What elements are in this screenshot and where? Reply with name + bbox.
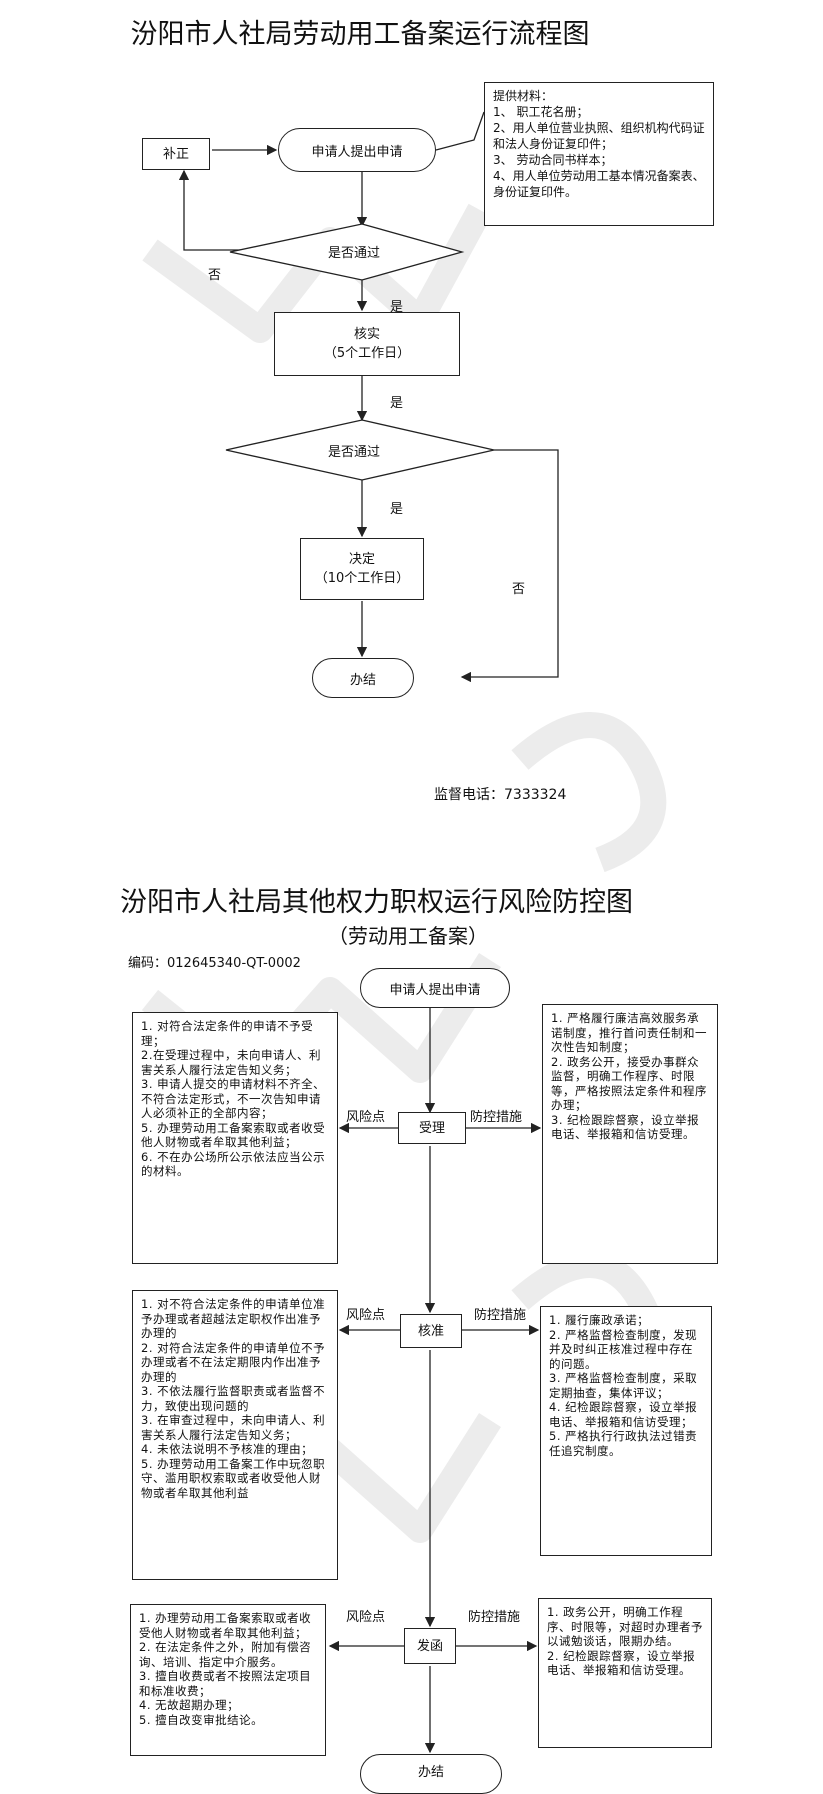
verify-title: 核实 xyxy=(353,327,380,342)
supplement-box: 补正 xyxy=(142,138,210,170)
yes-label-1: 是 xyxy=(390,300,404,315)
decide-title: 决定 xyxy=(348,552,375,567)
yes-label-2: 是 xyxy=(390,396,404,411)
step-letter-box: 发函 xyxy=(404,1628,456,1664)
step-letter-label: 发函 xyxy=(416,1638,443,1654)
risk-label-2: 风险点 xyxy=(346,1308,386,1323)
verify-box: 核实 （5个工作日） xyxy=(274,312,460,376)
apply-label: 申请人提出申请 xyxy=(311,144,403,160)
risk-accept-2: 3. 申请人提交的申请材料不齐全、不符合法定形式，不一次告知申请人必须补正的全部… xyxy=(141,1077,326,1120)
verify-days: （5个工作日） xyxy=(323,346,411,361)
control-approve-2: 3. 严格监督检查制度，采取定期抽查，集体评议； xyxy=(549,1371,698,1400)
finish-node-1: 办结 xyxy=(312,658,414,698)
control-label-2: 防控措施 xyxy=(474,1308,527,1323)
diamond2-label: 是否通过 xyxy=(328,445,381,460)
hotline: 监督电话：7333324 xyxy=(434,787,567,803)
materials-line-4: 4、用人单位劳动用工基本情况备案表、身份证复印件。 xyxy=(493,169,705,199)
risk-accept-3: 5. 办理劳动用工备案索取或者收受他人财物或者牟取其他利益； xyxy=(141,1120,326,1150)
risk-letter-1: 2. 在法定条件之外，附加有偿咨询、培训、指定中介服务。 xyxy=(139,1640,312,1669)
risk-box-accept: 1. 对符合法定条件的申请不予受理； 2.在受理过程中，未向申请人、利害关系人履… xyxy=(132,1012,338,1264)
control-box-accept: 1. 严格履行廉洁高效服务承诺制度，推行首问责任制和一次性告知制度； 2. 政务… xyxy=(542,1004,718,1264)
decide-days: （10个工作日） xyxy=(314,571,410,586)
decision-diamond-1 xyxy=(229,223,465,281)
risk-label-1: 风险点 xyxy=(346,1110,386,1125)
risk-accept-0: 1. 对符合法定条件的申请不予受理； xyxy=(141,1019,314,1048)
control-accept-2: 3. 纪检跟踪督察，设立举报电话、举报箱和信访受理。 xyxy=(551,1112,700,1142)
supplement-label: 补正 xyxy=(162,146,189,162)
control-accept-0: 1. 严格履行廉洁高效服务承诺制度，推行首问责任制和一次性告知制度； xyxy=(551,1011,707,1054)
flow2-code: 编码：012645340-QT-0002 xyxy=(128,956,301,971)
step-approve-label: 核准 xyxy=(417,1323,444,1339)
flow2-finish-node: 办结 xyxy=(360,1754,502,1794)
control-box-approve: 1. 履行廉政承诺； 2. 严格监督检查制度，发现并及时纠正核准过程中存在的问题… xyxy=(540,1306,712,1556)
control-label-1: 防控措施 xyxy=(470,1110,523,1125)
risk-approve-5: 5. 办理劳动用工备案工作中玩忽职守、滥用职权索取或者收受他人财物或者牟取其他利… xyxy=(141,1456,326,1500)
materials-line-1: 1、 职工花名册； xyxy=(493,105,589,119)
decision-diamond-2 xyxy=(225,419,495,481)
risk-label-3: 风险点 xyxy=(346,1610,386,1625)
control-letter-1: 2. 纪检跟踪督察，设立举报电话、举报箱和信访受理。 xyxy=(547,1648,696,1678)
decide-box: 决定 （10个工作日） xyxy=(300,538,424,600)
risk-letter-3: 4. 无故超期办理； xyxy=(139,1698,240,1712)
risk-approve-1: 2. 对符合法定条件的申请单位不予办理或者不在法定期限内作出准予办理的 xyxy=(141,1340,326,1384)
no-label-2: 否 xyxy=(512,582,526,597)
risk-approve-0: 1. 对不符合法定条件的申请单位准予办理或者超越法定职权作出准予办理的 xyxy=(141,1297,326,1340)
flow2-title: 汾阳市人社局其他权力职权运行风险防控图 xyxy=(120,887,633,918)
risk-letter-2: 3. 擅自收费或者不按照法定项目和标准收费； xyxy=(139,1669,312,1698)
risk-accept-1: 2.在受理过程中，未向申请人、利害关系人履行法定告知义务； xyxy=(141,1048,321,1077)
control-box-letter: 1. 政务公开，明确工作程序、时限等，对超时办理者予以诫勉谈话，限期办结。 2.… xyxy=(538,1598,712,1748)
risk-approve-4: 4. 未依法说明不予核准的理由； xyxy=(141,1442,314,1456)
materials-box: 提供材料： 1、 职工花名册； 2、用人单位营业执照、组织机构代码证和法人身份证… xyxy=(484,82,714,226)
flow2-apply-node: 申请人提出申请 xyxy=(360,968,510,1008)
apply-node: 申请人提出申请 xyxy=(278,128,436,172)
control-approve-4: 5. 严格执行行政执法过错责任追究制度。 xyxy=(549,1429,698,1458)
risk-letter-4: 5. 擅自改变审批结论。 xyxy=(139,1712,264,1727)
no-label-1: 否 xyxy=(208,268,222,283)
risk-accept-4: 6. 不在办公场所公示依法应当公示的材料。 xyxy=(141,1149,326,1179)
flow2-apply-label: 申请人提出申请 xyxy=(389,982,481,998)
control-approve-1: 2. 严格监督检查制度，发现并及时纠正核准过程中存在的问题。 xyxy=(549,1327,698,1371)
materials-line-0: 提供材料： xyxy=(493,89,554,103)
risk-box-letter: 1. 办理劳动用工备案索取或者收受他人财物或者牟取其他利益； 2. 在法定条件之… xyxy=(130,1604,326,1756)
step-accept-box: 受理 xyxy=(398,1112,466,1144)
flow1-title: 汾阳市人社局劳动用工备案运行流程图 xyxy=(130,19,590,50)
step-accept-label: 受理 xyxy=(418,1120,445,1136)
step-approve-box: 核准 xyxy=(400,1314,462,1348)
control-accept-1: 2. 政务公开，接受办事群众监督，明确工作程序、时限等，严格按照法定条件和程序办… xyxy=(551,1054,707,1113)
risk-box-approve: 1. 对不符合法定条件的申请单位准予办理或者超越法定职权作出准予办理的 2. 对… xyxy=(132,1290,338,1580)
control-letter-0: 1. 政务公开，明确工作程序、时限等，对超时办理者予以诫勉谈话，限期办结。 xyxy=(547,1605,703,1648)
materials-line-2: 2、用人单位营业执照、组织机构代码证和法人身份证复印件； xyxy=(493,121,705,151)
control-label-3: 防控措施 xyxy=(468,1610,521,1625)
risk-approve-3: 3. 在审查过程中，未向申请人、利害关系人履行法定告知义务； xyxy=(141,1413,326,1442)
flow2-subtitle: （劳动用工备案） xyxy=(328,924,488,948)
diamond1-label: 是否通过 xyxy=(328,246,381,261)
flow2-finish-label: 办结 xyxy=(417,1765,444,1780)
materials-line-3: 3、 劳动合同书样本； xyxy=(493,153,613,167)
control-approve-3: 4. 纪检跟踪督察，设立举报电话、举报箱和信访受理； xyxy=(549,1400,698,1429)
finish-label-1: 办结 xyxy=(349,672,376,688)
risk-letter-0: 1. 办理劳动用工备案索取或者收受他人财物或者牟取其他利益； xyxy=(139,1611,312,1640)
flow1-connectors xyxy=(178,111,559,683)
yes-label-3: 是 xyxy=(390,502,404,517)
risk-approve-2: 3. 不依法履行监督职责或者监督不力，致使出现问题的 xyxy=(141,1384,326,1413)
control-approve-0: 1. 履行廉政承诺； xyxy=(549,1313,650,1327)
